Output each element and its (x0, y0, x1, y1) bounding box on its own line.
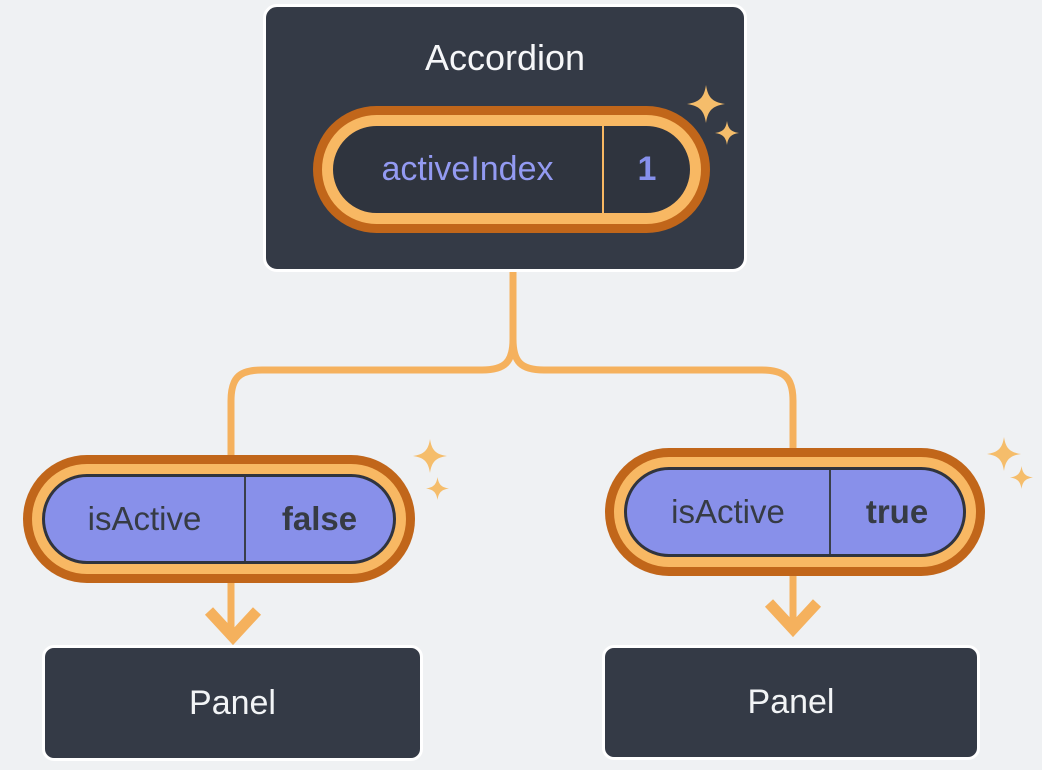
prop-value-label: true (865, 493, 929, 530)
accordion-node: Accordion activeIndex 1 (263, 4, 747, 272)
accordion-title: Accordion (424, 37, 586, 78)
panel-node-left: Panel (42, 645, 423, 761)
state-value-label: 1 (637, 150, 657, 188)
arrowhead-right-icon (764, 599, 822, 638)
prop-pill-isactive-true: isActive true (624, 467, 966, 557)
connector-branch-right (509, 338, 797, 628)
arrowhead-left-icon (204, 607, 262, 646)
panel-title: Panel (747, 683, 835, 721)
prop-name-label: isActive (671, 493, 785, 530)
panel-node-right: Panel (602, 645, 980, 760)
sparkle-icon (1010, 466, 1033, 489)
prop-name-segment: isActive (627, 470, 829, 554)
state-value-segment: 1 (602, 126, 690, 213)
sparkle-icon (426, 477, 449, 500)
prop-value-label: false (281, 500, 358, 537)
state-name-label: activeIndex (381, 150, 554, 188)
prop-name-label: isActive (87, 500, 202, 537)
state-name-segment: activeIndex (333, 126, 602, 213)
sparkle-icon (715, 121, 739, 145)
sparkle-icon (987, 437, 1021, 471)
connector-branch-left (227, 338, 517, 636)
sparkle-icon (413, 439, 447, 473)
prop-value-segment: false (244, 477, 393, 561)
prop-name-segment: isActive (45, 477, 244, 561)
prop-value-segment: true (829, 470, 963, 554)
panel-title: Panel (189, 683, 276, 722)
prop-pill-isactive-false: isActive false (42, 474, 396, 564)
sparkle-icon (687, 85, 725, 123)
state-pill-activeindex: activeIndex 1 (322, 115, 701, 224)
